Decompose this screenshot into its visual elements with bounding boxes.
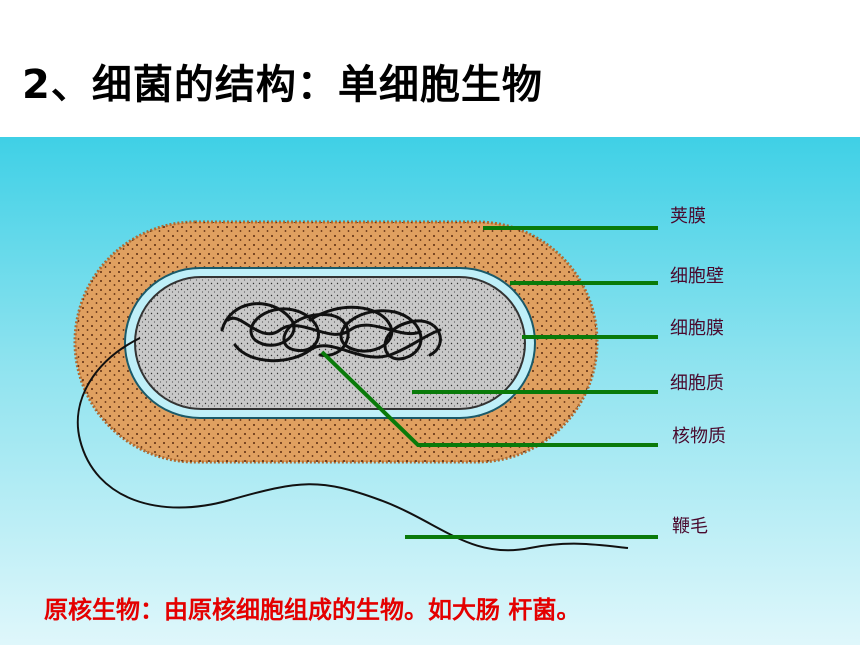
label-cell-wall: 细胞壁: [670, 266, 724, 287]
label-cytoplasm: 细胞质: [670, 373, 724, 394]
nucleoid-coil: [220, 302, 442, 363]
cytoplasm-layer: [134, 276, 526, 410]
flagellum-strand: [76, 337, 629, 552]
leader-lines: [320, 226, 658, 539]
label-cell-membrane: 细胞膜: [670, 318, 724, 339]
label-capsule: 荚膜: [670, 206, 706, 227]
label-nucleoid: 核物质: [672, 426, 726, 447]
page-title: 2、细菌的结构：单细胞生物: [22, 62, 543, 108]
label-flagellum: 鞭毛: [672, 516, 708, 537]
caption-prokaryote-definition: 原核生物：由原核细胞组成的生物。如大肠 杆菌。: [44, 596, 581, 624]
leader-line-nucleoid: [320, 350, 658, 447]
